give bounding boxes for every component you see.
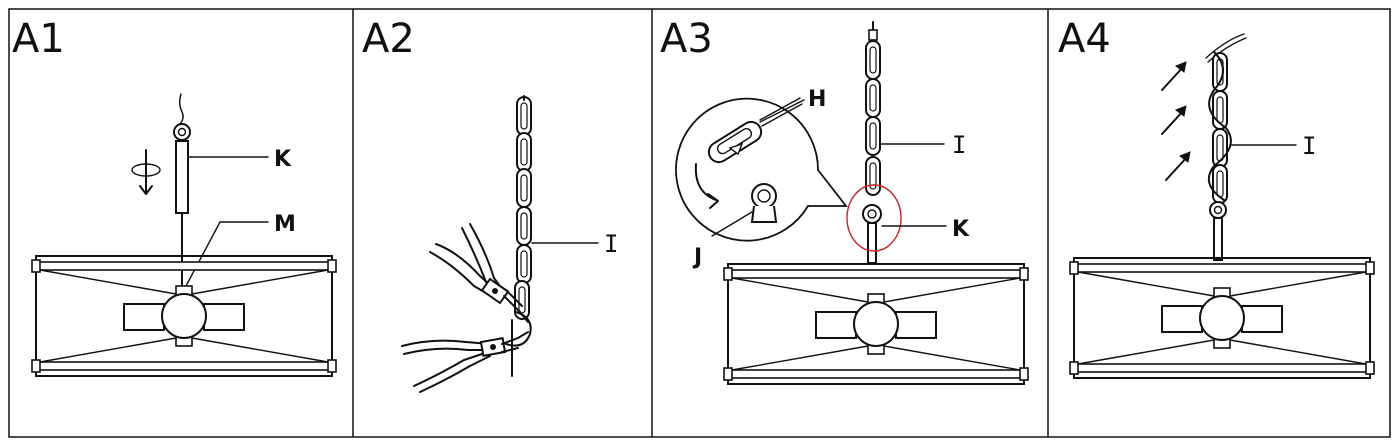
s-hook-h: [707, 97, 803, 164]
chain-a4: [1207, 51, 1232, 204]
label-i-a3: I: [952, 131, 966, 159]
label-m-a1: M: [274, 212, 296, 237]
eye-hook-k: [862, 204, 882, 224]
chain-a3: [865, 21, 881, 196]
panel-a1: A1 K M: [12, 16, 337, 377]
panel-a4: A4 I: [1058, 16, 1375, 379]
label-k-a1: K: [274, 147, 292, 172]
label-i-a4: I: [1302, 132, 1316, 160]
panel-title-a1: A1: [12, 16, 65, 62]
panel-title-a4: A4: [1058, 16, 1111, 62]
panel-title-a2: A2: [362, 16, 415, 62]
outer-border: [8, 8, 1391, 438]
pliers-icon-2: [401, 331, 529, 393]
panel-a3: A3 I K: [660, 16, 1029, 385]
eye-nut-j: [750, 183, 778, 223]
up-arrow-icon: [1161, 61, 1191, 181]
fixture-a4: [1069, 257, 1375, 379]
label-j-a3: J: [692, 245, 702, 270]
curved-arrow-icon: [694, 163, 719, 209]
label-k-a3: K: [952, 217, 970, 242]
chain-a2: [505, 95, 532, 377]
rotate-arrow-icon: [131, 149, 161, 195]
label-i-a2: I: [604, 230, 618, 258]
panel-a2: A2 I: [362, 16, 618, 393]
fixture-a3: [723, 263, 1029, 385]
fixture-a1: [31, 255, 337, 377]
panel-title-a3: A3: [660, 16, 713, 62]
rod-k: [175, 140, 189, 214]
pliers-icon: [429, 223, 529, 323]
detail-callout: [675, 97, 848, 242]
highlight-circle: [846, 184, 902, 252]
label-h-a3: H: [808, 87, 826, 112]
